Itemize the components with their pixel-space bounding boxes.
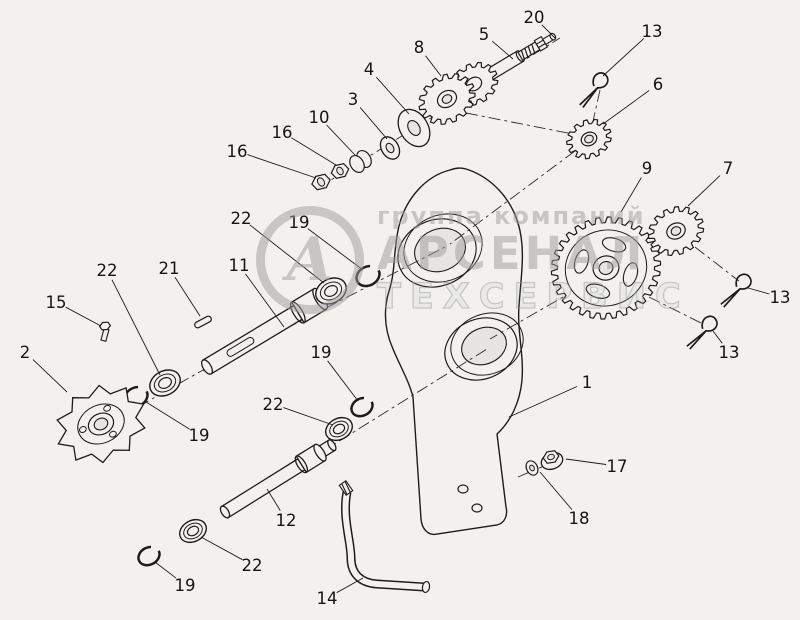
callout-labels: 20 13 5 8 43 10 16 16 6 9 7 13 13 22 19 11 21 22 15 2 19 1 19 2… [20, 8, 791, 608]
fitting-20 [533, 32, 557, 52]
callout-22: 22 [231, 209, 252, 228]
leader-line-22 [200, 536, 243, 561]
bearing-22-shaft12-right [324, 416, 354, 442]
leader-line-19 [154, 561, 177, 579]
callout-13: 13 [719, 343, 740, 362]
callout-19: 19 [189, 426, 210, 445]
leader-line-9 [620, 177, 642, 213]
leader-line-10 [326, 124, 356, 156]
leader-line-13 [747, 287, 770, 295]
bearing-22-shaft11-right [315, 277, 347, 305]
shaft-12 [219, 439, 337, 519]
leader-line-6 [602, 90, 650, 125]
washer-18 [525, 460, 539, 476]
cotter-pin-13-top [579, 72, 609, 108]
callout-13: 13 [642, 22, 663, 41]
leader-line-19 [307, 228, 364, 271]
callout-8: 8 [414, 38, 425, 57]
leader-line-11 [245, 273, 285, 328]
callout-17: 17 [607, 457, 628, 476]
callout-3: 3 [348, 90, 359, 109]
callout-21: 21 [159, 259, 180, 278]
washer-3 [379, 136, 401, 160]
callout-15: 15 [46, 293, 67, 312]
sprocket-2 [56, 384, 146, 464]
bearing-22-shaft11-left [149, 369, 181, 397]
leader-line-5 [492, 40, 514, 60]
leader-line-13 [712, 330, 723, 344]
leader-line-21 [174, 276, 201, 317]
leader-line-7 [687, 175, 721, 207]
ring-19-shaft12 [350, 396, 374, 418]
nut-16-inner [330, 163, 350, 179]
callout-19: 19 [289, 213, 310, 232]
leader-line-19 [327, 360, 359, 402]
callout-22: 22 [242, 556, 263, 575]
leader-line-13 [602, 38, 645, 77]
leader-line-1 [508, 386, 578, 418]
cotter-pin-13-right [720, 273, 752, 308]
callout-19: 19 [311, 343, 332, 362]
nut-16-outer [311, 173, 331, 191]
oil-tube-14 [338, 480, 431, 594]
leader-lines [32, 24, 770, 594]
callout-13: 13 [770, 288, 791, 307]
leader-line-2 [32, 359, 68, 393]
leader-line-19 [145, 401, 190, 430]
callout-11: 11 [229, 256, 250, 275]
callout-19: 19 [175, 576, 196, 595]
key-21 [194, 315, 212, 329]
callout-16: 16 [227, 142, 248, 161]
spacer-10 [349, 149, 372, 174]
leader-line-3 [359, 107, 388, 140]
callout-12: 12 [276, 511, 297, 530]
cotter-pin-13-lower [686, 315, 718, 350]
leader-line-16 [291, 137, 337, 166]
leader-line-14 [336, 577, 364, 594]
leader-line-4 [375, 76, 410, 115]
gear-9 [550, 216, 662, 320]
callout-7: 7 [723, 159, 734, 178]
leader-line-18 [539, 471, 573, 510]
leader-line-22 [249, 224, 325, 284]
callout-22: 22 [97, 261, 118, 280]
leader-line-15 [65, 306, 102, 327]
leader-line-17 [565, 458, 607, 465]
leader-line-22 [283, 407, 334, 426]
callout-1: 1 [582, 373, 593, 392]
leader-line-16 [247, 154, 317, 179]
callout-18: 18 [569, 509, 590, 528]
callout-9: 9 [642, 159, 653, 178]
callout-22: 22 [263, 395, 284, 414]
callout-10: 10 [309, 108, 330, 127]
ring-19-shaft12-left [137, 545, 161, 567]
leader-line-20 [541, 24, 557, 40]
bracket-part-1 [384, 167, 524, 536]
callout-20: 20 [524, 8, 545, 27]
callout-6: 6 [653, 75, 664, 94]
bearing-22-shaft12-left [178, 518, 208, 544]
callout-14: 14 [317, 589, 338, 608]
nut-17 [540, 450, 564, 471]
bolt-15 [98, 321, 112, 342]
callout-16: 16 [272, 123, 293, 142]
gear-6 [566, 118, 612, 160]
callout-5: 5 [479, 25, 490, 44]
callout-4: 4 [364, 60, 375, 79]
leader-line-12 [266, 488, 281, 511]
gear-7 [647, 206, 705, 257]
gear-8 [418, 73, 476, 125]
leader-line-22 [111, 279, 161, 376]
callout-2: 2 [20, 343, 31, 362]
washer-4 [397, 108, 431, 148]
leader-line-8 [425, 55, 442, 77]
